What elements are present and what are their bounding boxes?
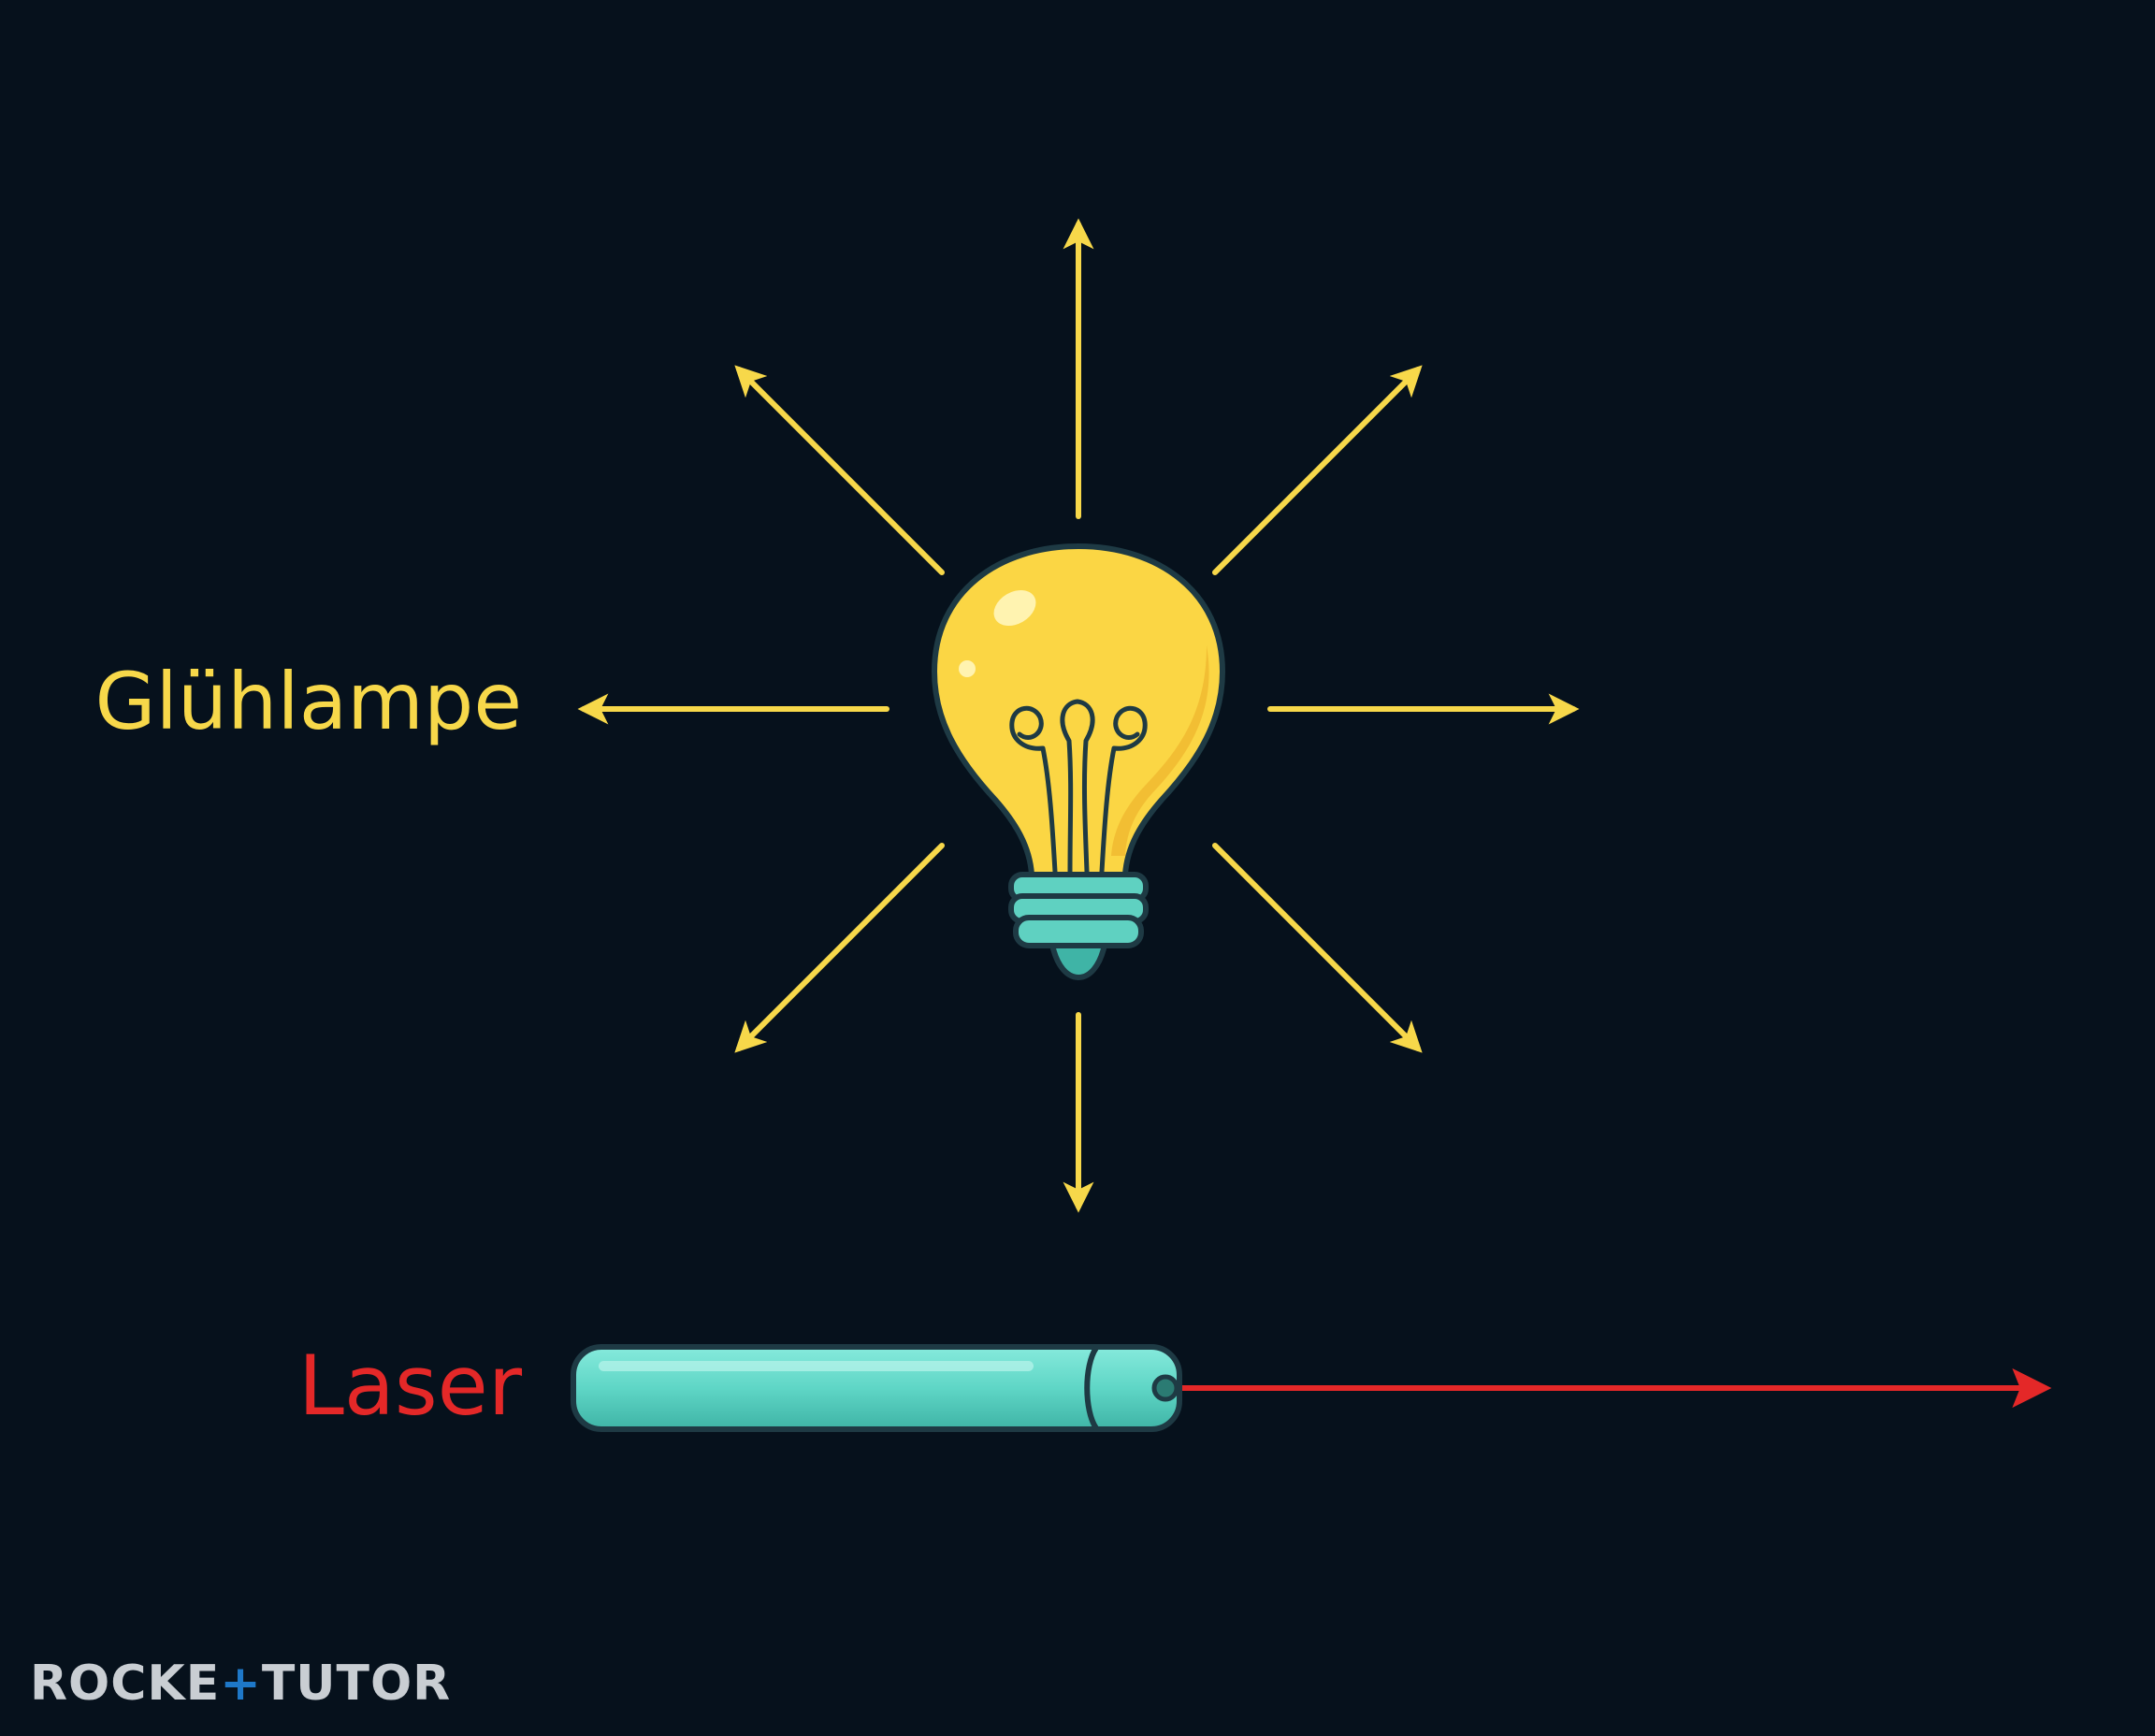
brand-text-part2: TUTOR [261,1656,452,1712]
ray-down-right [1212,843,1423,1053]
brand-logo: ROCKE+TUTOR [30,1656,451,1712]
bulb-highlight-dot [959,660,976,677]
laser-cap-seam [1084,1346,1099,1430]
light-rays [577,218,1580,1213]
ray-down-left [734,843,945,1053]
light-bulb-icon [932,543,1225,980]
bulb-shade [1111,645,1209,856]
laser-label: Laser [297,1338,522,1434]
filament [1009,699,1148,875]
brand-text-part1: ROCKE [30,1656,221,1712]
bulb-label: Glühlampe [94,656,522,747]
bulb-base [1008,872,1149,980]
bulb-glass [932,543,1225,877]
ray-up-right [1212,365,1423,575]
ray-up-left [734,365,945,575]
laser-aperture [1151,1374,1179,1402]
bulb-highlight [993,590,1036,626]
laser-body-highlight [599,1361,1034,1371]
laser-pointer-icon [571,1344,1182,1432]
brand-accent: + [220,1656,262,1712]
